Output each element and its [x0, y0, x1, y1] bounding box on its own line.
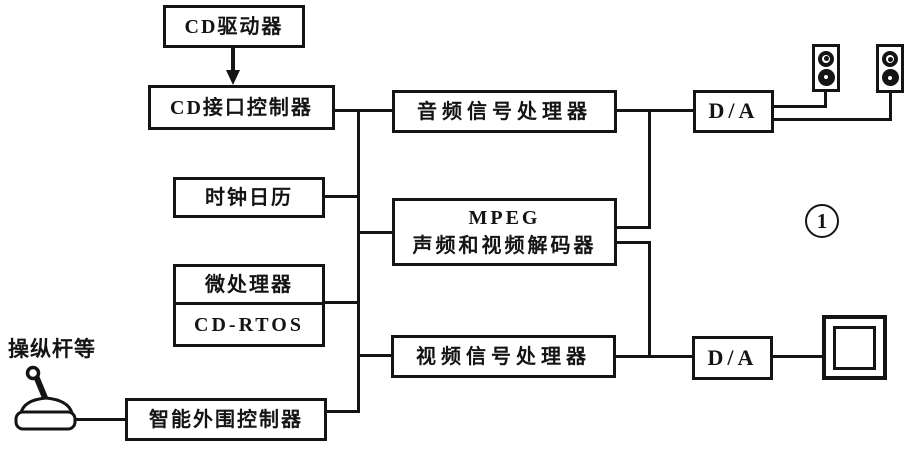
connector-line	[335, 109, 393, 112]
connector-line	[615, 226, 651, 229]
node-da-converter-audio: D/A	[693, 90, 774, 133]
arrow-down-icon	[226, 70, 240, 85]
connector-line	[648, 241, 651, 358]
node-cd-drive: CD驱动器	[163, 5, 305, 48]
connector-line	[824, 92, 827, 108]
connector-line	[615, 109, 693, 112]
node-cd-interface-controller: CD接口控制器	[148, 85, 335, 130]
connector-line	[72, 418, 125, 421]
connector-line	[648, 109, 651, 229]
connector-line	[358, 231, 393, 234]
connector-line	[615, 355, 693, 358]
monitor-icon	[822, 315, 887, 380]
connector-line	[773, 118, 892, 121]
connector-line	[615, 241, 651, 244]
system-bus-line	[357, 109, 360, 413]
speaker-icon	[812, 44, 840, 92]
connector-line	[325, 410, 358, 413]
node-intelligent-peripheral-controller: 智能外围控制器	[125, 398, 327, 441]
speaker-tweeter	[882, 51, 898, 67]
joystick-label: 操纵杆等	[8, 337, 96, 361]
node-video-signal-processor: 视频信号处理器	[391, 335, 616, 378]
node-microprocessor: 微处理器	[173, 264, 325, 305]
connector-line	[889, 93, 892, 121]
connector-line	[773, 105, 827, 108]
connector-line	[325, 301, 358, 304]
joystick-icon	[14, 365, 77, 431]
connector-line	[773, 355, 822, 358]
monitor-screen	[833, 325, 876, 370]
speaker-woofer	[881, 69, 899, 86]
node-clock-calendar: 时钟日历	[173, 177, 325, 218]
mpeg-decoder-title: MPEG	[468, 207, 541, 229]
speaker-tweeter	[818, 50, 834, 67]
connector-line	[231, 48, 235, 80]
mpeg-decoder-subtitle: 声频和视频解码器	[412, 235, 597, 257]
speaker-woofer	[817, 68, 835, 86]
connector-line	[325, 195, 358, 198]
node-mpeg-decoder: MPEG 声频和视频解码器	[392, 198, 617, 266]
connector-line	[358, 354, 392, 357]
node-audio-signal-processor: 音频信号处理器	[392, 90, 617, 133]
node-da-converter-video: D/A	[692, 336, 773, 380]
node-cd-rtos: CD-RTOS	[173, 302, 325, 347]
speaker-icon	[876, 44, 904, 93]
annotation-circle-1: 1	[805, 204, 839, 238]
